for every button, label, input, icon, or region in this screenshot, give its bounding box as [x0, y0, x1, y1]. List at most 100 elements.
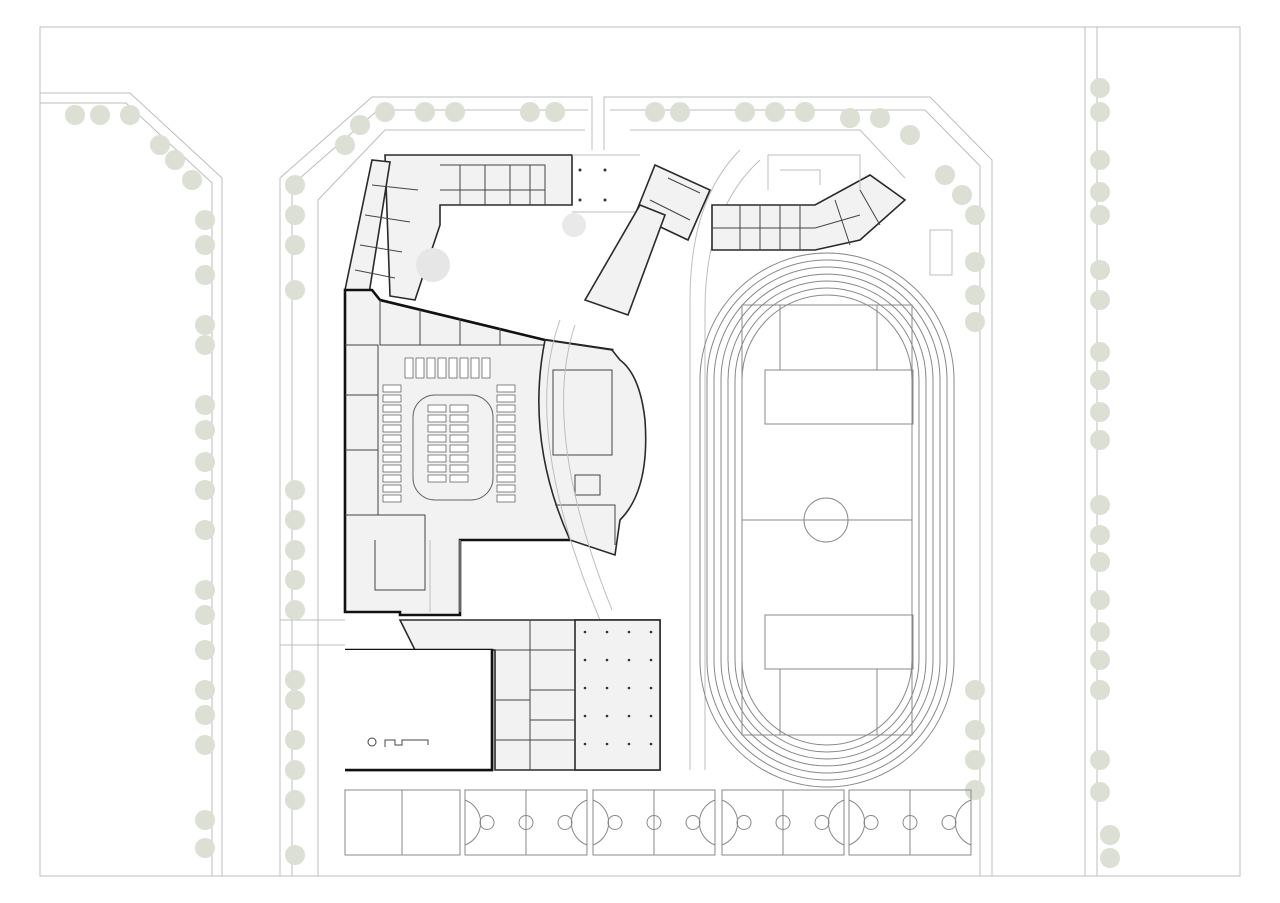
parking-space — [382, 404, 402, 413]
parking-space — [427, 464, 447, 473]
tree-icon — [350, 115, 370, 135]
tree-icon — [375, 102, 395, 122]
tree-icon — [1090, 290, 1110, 310]
basketball-court — [721, 789, 845, 856]
parking-space — [427, 404, 447, 413]
tree-icon — [195, 680, 215, 700]
tree-icon — [195, 838, 215, 858]
tree-icon — [285, 570, 305, 590]
tree-icon — [285, 670, 305, 690]
parking-space — [496, 404, 516, 413]
parking-space — [496, 454, 516, 463]
parking-space — [448, 357, 458, 379]
tree-icon — [900, 125, 920, 145]
tree-icon — [965, 780, 985, 800]
parking-space — [496, 394, 516, 403]
tree-icon — [765, 102, 785, 122]
tree-icon — [195, 335, 215, 355]
tree-icon — [415, 102, 435, 122]
tree-icon — [1090, 782, 1110, 802]
parking-space — [459, 357, 469, 379]
track-lane — [706, 259, 948, 781]
tree-icon — [285, 690, 305, 710]
running-track — [699, 252, 955, 788]
parking-space — [496, 444, 516, 453]
parking-space — [496, 434, 516, 443]
parking-space — [496, 424, 516, 433]
tree-icon — [285, 760, 305, 780]
tree-icon — [195, 580, 215, 600]
parking-space — [437, 357, 447, 379]
tree-icon — [1090, 495, 1110, 515]
parking-space — [382, 484, 402, 493]
parking-space — [449, 434, 469, 443]
parking-space — [382, 394, 402, 403]
tree-icon — [1090, 525, 1110, 545]
tree-icon — [1090, 205, 1110, 225]
parking-space — [382, 474, 402, 483]
tree-icon — [195, 452, 215, 472]
tree-icon — [965, 750, 985, 770]
tree-icon — [285, 790, 305, 810]
tree-icon — [195, 480, 215, 500]
parking-space — [496, 384, 516, 393]
parking-space — [382, 384, 402, 393]
parking-space — [382, 414, 402, 423]
tree-icon — [195, 810, 215, 830]
parking-space — [496, 494, 516, 503]
tree-icon — [65, 105, 85, 125]
tree-icon — [545, 102, 565, 122]
tree-icon — [1100, 848, 1120, 868]
track-lane — [727, 280, 927, 760]
track-lane — [699, 252, 955, 788]
tree-icon — [795, 102, 815, 122]
tree-icon — [1090, 750, 1110, 770]
parking-space — [427, 444, 447, 453]
tree-icon — [1090, 552, 1110, 572]
tree-icon — [195, 210, 215, 230]
tree-icon — [120, 105, 140, 125]
tree-icon — [1090, 402, 1110, 422]
tree-icon — [1090, 182, 1110, 202]
tree-icon — [1090, 260, 1110, 280]
parking-space — [470, 357, 480, 379]
tree-icon — [195, 235, 215, 255]
track-lane — [713, 266, 941, 774]
tree-icon — [870, 108, 890, 128]
tree-icon — [195, 705, 215, 725]
tree-icon — [285, 845, 305, 865]
tree-icon — [965, 312, 985, 332]
tree-icon — [735, 102, 755, 122]
tree-icon — [195, 265, 215, 285]
tree-icon — [285, 205, 305, 225]
tree-icon — [195, 735, 215, 755]
tree-icon — [965, 285, 985, 305]
parking-space — [449, 404, 469, 413]
parking-space — [496, 414, 516, 423]
tree-icon — [195, 395, 215, 415]
basketball-courts — [464, 789, 972, 856]
tree-icon — [195, 605, 215, 625]
parking-space — [382, 434, 402, 443]
parking-space — [382, 424, 402, 433]
parking-space — [427, 474, 447, 483]
tree-icon — [1090, 622, 1110, 642]
parking-space — [427, 434, 447, 443]
basketball-court — [592, 789, 716, 856]
tree-icon — [285, 600, 305, 620]
parking-space — [449, 444, 469, 453]
tree-icon — [1090, 342, 1110, 362]
tree-icon — [1090, 370, 1110, 390]
auditorium — [538, 319, 647, 621]
classroom-wing — [344, 154, 712, 317]
tree-icon — [335, 135, 355, 155]
parking-space — [427, 414, 447, 423]
parking-space — [449, 424, 469, 433]
parking-space — [382, 444, 402, 453]
parking-space — [449, 464, 469, 473]
tree-icon — [645, 102, 665, 122]
trees — [65, 78, 1120, 868]
tree-icon — [165, 150, 185, 170]
drawing-frame — [39, 26, 1241, 877]
